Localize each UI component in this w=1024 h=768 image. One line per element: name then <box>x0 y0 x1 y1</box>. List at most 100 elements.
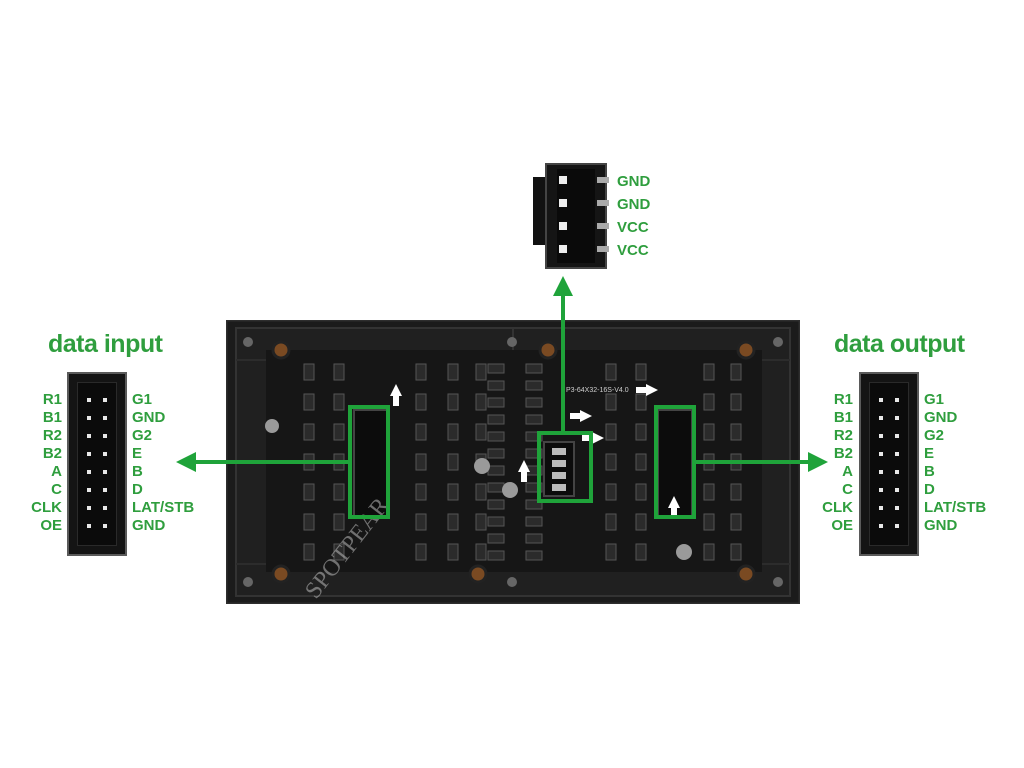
shift-register-chip <box>525 516 543 527</box>
input-header-highlight <box>348 405 390 519</box>
driver-chip <box>635 453 647 471</box>
input-left-pin-label: C <box>51 481 62 498</box>
input-right-pin-label: GND <box>132 517 166 534</box>
capacitor <box>265 419 279 433</box>
output-left-pin-label: CLK <box>822 499 853 516</box>
shift-register-chip <box>487 414 505 425</box>
driver-chip <box>415 543 427 561</box>
driver-chip <box>703 543 715 561</box>
output-pin-dot <box>895 470 899 474</box>
driver-chip <box>415 423 427 441</box>
power-lead-1 <box>597 177 609 183</box>
output-pin-dot <box>895 506 899 510</box>
driver-chip <box>730 513 742 531</box>
input-left-pin-label: B2 <box>42 445 62 462</box>
driver-chip <box>333 543 345 561</box>
input-pin-dot <box>103 470 107 474</box>
driver-chip <box>703 393 715 411</box>
shift-register-chip <box>525 482 543 493</box>
shift-register-chip <box>525 499 543 510</box>
output-pin-dot <box>879 470 883 474</box>
driver-chip <box>303 543 315 561</box>
driver-chip <box>635 363 647 381</box>
shift-register-chip <box>525 431 543 442</box>
power-connector <box>533 163 663 273</box>
input-pin-dot <box>87 506 91 510</box>
output-left-pin-label: R1 <box>833 391 853 408</box>
input-right-pin-label: G2 <box>132 427 153 444</box>
shift-register-chip <box>487 397 505 408</box>
driver-chip <box>605 363 617 381</box>
shift-register-chip <box>487 431 505 442</box>
driver-chip <box>605 513 617 531</box>
shift-register-chip <box>525 550 543 561</box>
power-header-highlight <box>537 431 593 503</box>
output-pin-dot <box>895 398 899 402</box>
screw-posts <box>243 337 783 587</box>
output-pin-dot <box>879 488 883 492</box>
input-left-pin-label: B1 <box>42 409 62 426</box>
input-pin-dot <box>103 452 107 456</box>
output-pin-dot <box>895 488 899 492</box>
input-left-pin-label: R2 <box>42 427 62 444</box>
input-pin-dot <box>103 524 107 528</box>
driver-chip <box>703 363 715 381</box>
driver-chip <box>333 423 345 441</box>
output-right-pin-label: D <box>924 481 935 498</box>
input-pin-dot <box>87 470 91 474</box>
input-left-pin-label: R1 <box>42 391 62 408</box>
shift-register-chip <box>487 380 505 391</box>
driver-chip <box>415 513 427 531</box>
driver-chip <box>415 393 427 411</box>
driver-chip <box>333 363 345 381</box>
driver-chip <box>635 483 647 501</box>
driver-chip <box>447 423 459 441</box>
driver-chip <box>635 423 647 441</box>
output-pin-dot <box>879 452 883 456</box>
input-pin-dot <box>87 416 91 420</box>
driver-chip <box>447 393 459 411</box>
input-right-pin-label: LAT/STB <box>132 499 195 516</box>
data-input-title: data input <box>48 330 163 358</box>
driver-chip <box>303 513 315 531</box>
output-pin-dot <box>895 434 899 438</box>
power-pin-label-3: VCC <box>617 219 649 236</box>
driver-chip <box>635 543 647 561</box>
driver-chip <box>303 483 315 501</box>
driver-chip <box>415 453 427 471</box>
power-pin-label-1: GND <box>617 173 651 190</box>
output-right-pin-label: GND <box>924 517 958 534</box>
board-silkscreen: P3-64X32-16S-V4.0 <box>566 387 629 394</box>
power-pin-label-2: GND <box>617 196 651 213</box>
output-left-pin-label: A <box>842 463 853 480</box>
power-pin-1 <box>559 176 567 184</box>
driver-chips <box>303 363 742 561</box>
input-pin-dot <box>87 434 91 438</box>
shift-register-chip <box>487 550 505 561</box>
driver-chip <box>703 423 715 441</box>
input-connector <box>67 372 127 556</box>
power-lead-4 <box>597 246 609 252</box>
driver-chip <box>447 363 459 381</box>
shift-register-chip <box>525 448 543 459</box>
power-lead-2 <box>597 200 609 206</box>
output-pin-dot <box>879 398 883 402</box>
driver-chip <box>447 453 459 471</box>
shift-register-chip <box>525 414 543 425</box>
driver-chip <box>415 483 427 501</box>
output-pin-dot <box>879 524 883 528</box>
driver-chip <box>730 423 742 441</box>
power-connector-body <box>533 177 547 245</box>
output-header-highlight <box>654 405 696 519</box>
output-right-pin-label: G1 <box>924 391 945 408</box>
shift-register-chip <box>487 499 505 510</box>
data-output-title: data output <box>834 330 965 358</box>
driver-chip <box>605 423 617 441</box>
driver-chip <box>475 363 487 381</box>
driver-chip <box>703 483 715 501</box>
power-pin-3 <box>559 222 567 230</box>
shift-register-chip <box>487 363 505 374</box>
driver-chip <box>303 393 315 411</box>
driver-chip <box>635 393 647 411</box>
output-pin-dot <box>879 434 883 438</box>
